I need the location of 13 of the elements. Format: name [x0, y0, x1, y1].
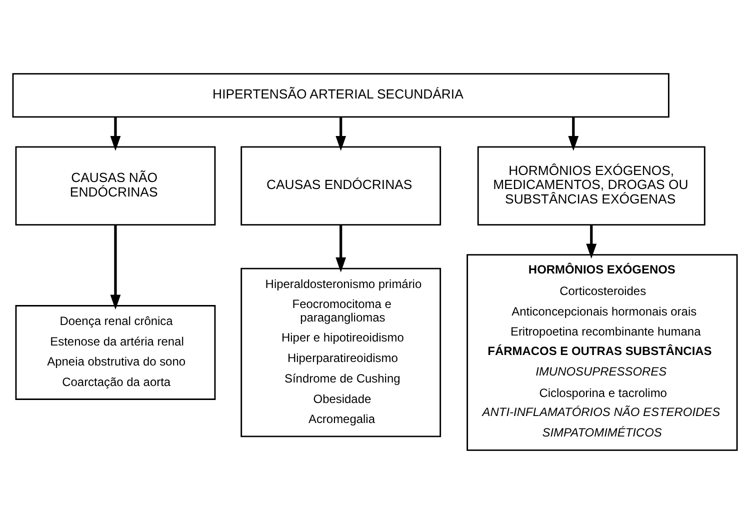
node-box: HORMÔNIOS EXÓGENOS Corticosteroides Anticoncepcionais hormonais orais Eritropoetina recombinante humana FÁRMACOS E OUTRAS SUBSTÂNCIAS IMUNOSUPRESSORES Ciclosporina e tacrolimo ANTI-INFLAMATÓRIOS NÃO ESTEROIDES SIMPATOMIMÉTICOS — [466, 254, 738, 451]
arrow — [568, 117, 579, 151]
arrow — [336, 117, 346, 151]
arrow — [586, 224, 597, 259]
node-box: HIPERTENSÃO ARTERIAL SECUNDÁRIA — [12, 73, 670, 118]
node-box: CAUSAS ENDÓCRINAS — [240, 146, 442, 226]
node-box: CAUSAS NÃO ENDÓCRINAS — [15, 146, 216, 226]
node-box: HORMÔNIOS EXÓGENOS, MEDICAMENTOS, DROGAS OU SUBSTÂNCIAS EXÓGENAS — [477, 146, 706, 226]
node-box: Doença renal crônica Estenose da artéria renal Apneia obstrutiva do sono Coarctação da aorta — [15, 305, 216, 400]
node-box: Hiperaldosteronismo primário Feocromocitoma e paragangliomas Hiper e hipotireoidismo Hiperparatireoidismo Síndrome de Cushing Obesidade Acromegalia — [240, 268, 442, 438]
arrow — [110, 117, 121, 151]
arrow — [336, 224, 346, 272]
arrow — [110, 224, 121, 310]
